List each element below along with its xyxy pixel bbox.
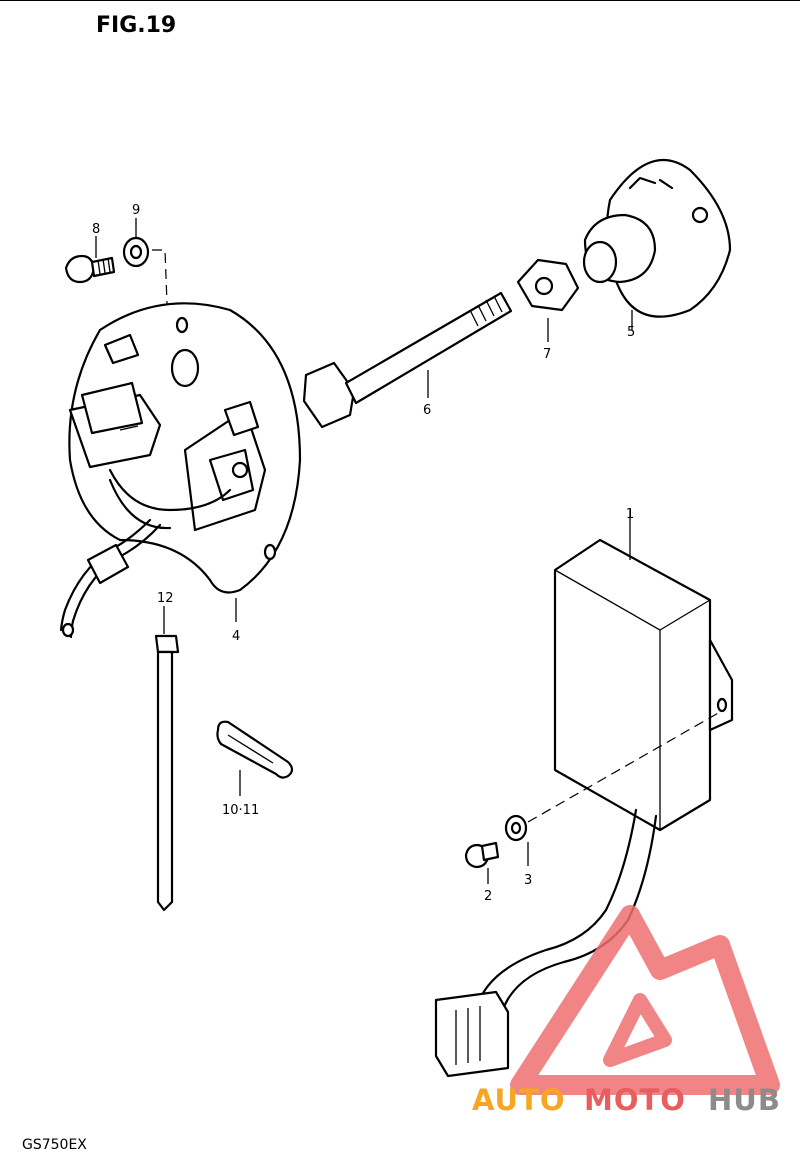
callout-9: 9 [132, 203, 140, 218]
igniter-unit-part-1 [434, 538, 734, 1078]
callout-6: 6 [423, 403, 431, 418]
callout-2: 2 [484, 889, 492, 904]
figure-title: FIG.19 [96, 13, 176, 38]
washer-part-9 [122, 236, 150, 268]
svg-text:HUB: HUB [708, 1083, 781, 1117]
watermark-logo [510, 905, 780, 1095]
screw-part-8 [64, 254, 116, 284]
callout-12: 12 [157, 591, 174, 606]
clamp-part-10-11 [216, 720, 294, 779]
watermark-text: AUTO MOTO HUB [472, 1083, 781, 1117]
nut-part-7 [516, 258, 580, 312]
callout-4: 4 [232, 629, 240, 644]
callout-7: 7 [543, 347, 551, 362]
svg-text:MOTO: MOTO [584, 1083, 686, 1117]
screw-part-2 [464, 841, 500, 869]
callout-1: 1 [626, 507, 634, 522]
callout-10-11: 10·11 [222, 803, 259, 818]
bolt-part-6 [302, 291, 513, 429]
callout-3: 3 [524, 873, 532, 888]
cable-tie-part-12 [154, 634, 180, 912]
pickup-plate-part-4 [59, 302, 302, 639]
leader-1-dashed [527, 711, 721, 823]
washer-part-3 [504, 814, 528, 842]
model-label: GS750EX [22, 1137, 87, 1153]
svg-text:AUTO: AUTO [472, 1083, 566, 1117]
advancer-part-5 [582, 158, 732, 318]
callout-5: 5 [627, 325, 635, 340]
callout-8: 8 [92, 222, 100, 237]
